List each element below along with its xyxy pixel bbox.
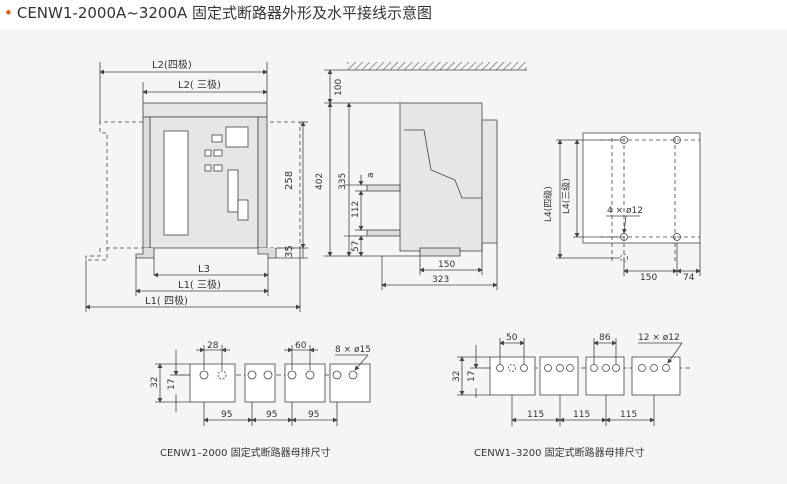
dim-150-mount: 150 [640,273,657,283]
busbar-3200-caption: CENW1–3200 固定式断路器母排尺寸 [474,446,645,459]
pitch-115-1: 115 [527,410,544,420]
pitch-115-3: 115 [620,410,637,420]
busbar-2000 [155,345,371,426]
dim-323: 323 [432,275,449,285]
dim-32-b: 32 [452,371,462,382]
dim-86: 86 [599,333,611,343]
front-view-labels: L2(四极) L2( 三极) L3 L1( 三极) L1( 四极) 258 35 [145,58,295,307]
dim-28: 28 [207,341,219,351]
dim-112: 112 [351,201,361,218]
mounting-holes-label: 4 × ø12 [607,206,643,216]
page-title: •CENW1-2000A~3200A 固定式断路器外形及水平接线示意图 [4,2,432,23]
title-text: CENW1-2000A~3200A 固定式断路器外形及水平接线示意图 [16,4,433,22]
side-view-labels: 100 402 335 a 112 57 150 323 [315,79,455,285]
title-bullet: • [4,4,13,22]
dim-57: 57 [351,241,361,252]
dim-335: 335 [338,173,348,190]
busbar-3200 [457,338,690,426]
busbar-2000-holes: 8 × ø15 [335,345,371,355]
front-view [85,62,308,312]
pitch-115-2: 115 [573,410,590,420]
dim-l4-four-pole: L4(四级) [542,186,554,222]
dim-74: 74 [683,273,695,283]
dim-a: a [366,172,376,178]
dim-l4-three-pole: L4(三级) [560,178,572,214]
dim-l2-four-pole: L2(四极) [152,58,192,71]
busbar-3200-holes: 12 × ø12 [638,333,680,343]
pitch-95-3: 95 [308,410,319,420]
dim-50: 50 [506,333,518,343]
dim-17-a: 17 [167,379,177,390]
dim-402: 402 [315,173,325,190]
dim-l3: L3 [198,264,210,275]
dim-100: 100 [334,79,344,96]
pitch-95-2: 95 [266,410,277,420]
busbar-2000-labels: 28 60 8 × ø15 32 17 95 95 95 CENW1–2000 … [150,341,371,459]
dim-32-a: 32 [150,377,160,388]
dim-150: 150 [438,260,455,270]
mounting-view-labels: L4(四级) L4(三级) 4 × ø12 150 74 [542,178,695,283]
dim-l1-four-pole: L1( 四极) [145,294,188,307]
dim-l2-three-pole: L2( 三极) [178,78,221,91]
dim-17-b: 17 [467,371,477,382]
pitch-95-1: 95 [221,410,232,420]
dim-height-35: 35 [284,245,295,258]
dim-60: 60 [295,341,307,351]
busbar-2000-caption: CENW1–2000 固定式断路器母排尺寸 [160,446,331,459]
dim-height-258: 258 [284,171,295,190]
side-view [324,62,527,290]
mounting-view [556,132,701,276]
busbar-3200-labels: 50 86 12 × ø12 32 17 115 115 115 CENW1–3… [452,333,680,459]
drawing-panel [0,30,787,484]
dim-l1-three-pole: L1( 三极) [178,278,221,291]
